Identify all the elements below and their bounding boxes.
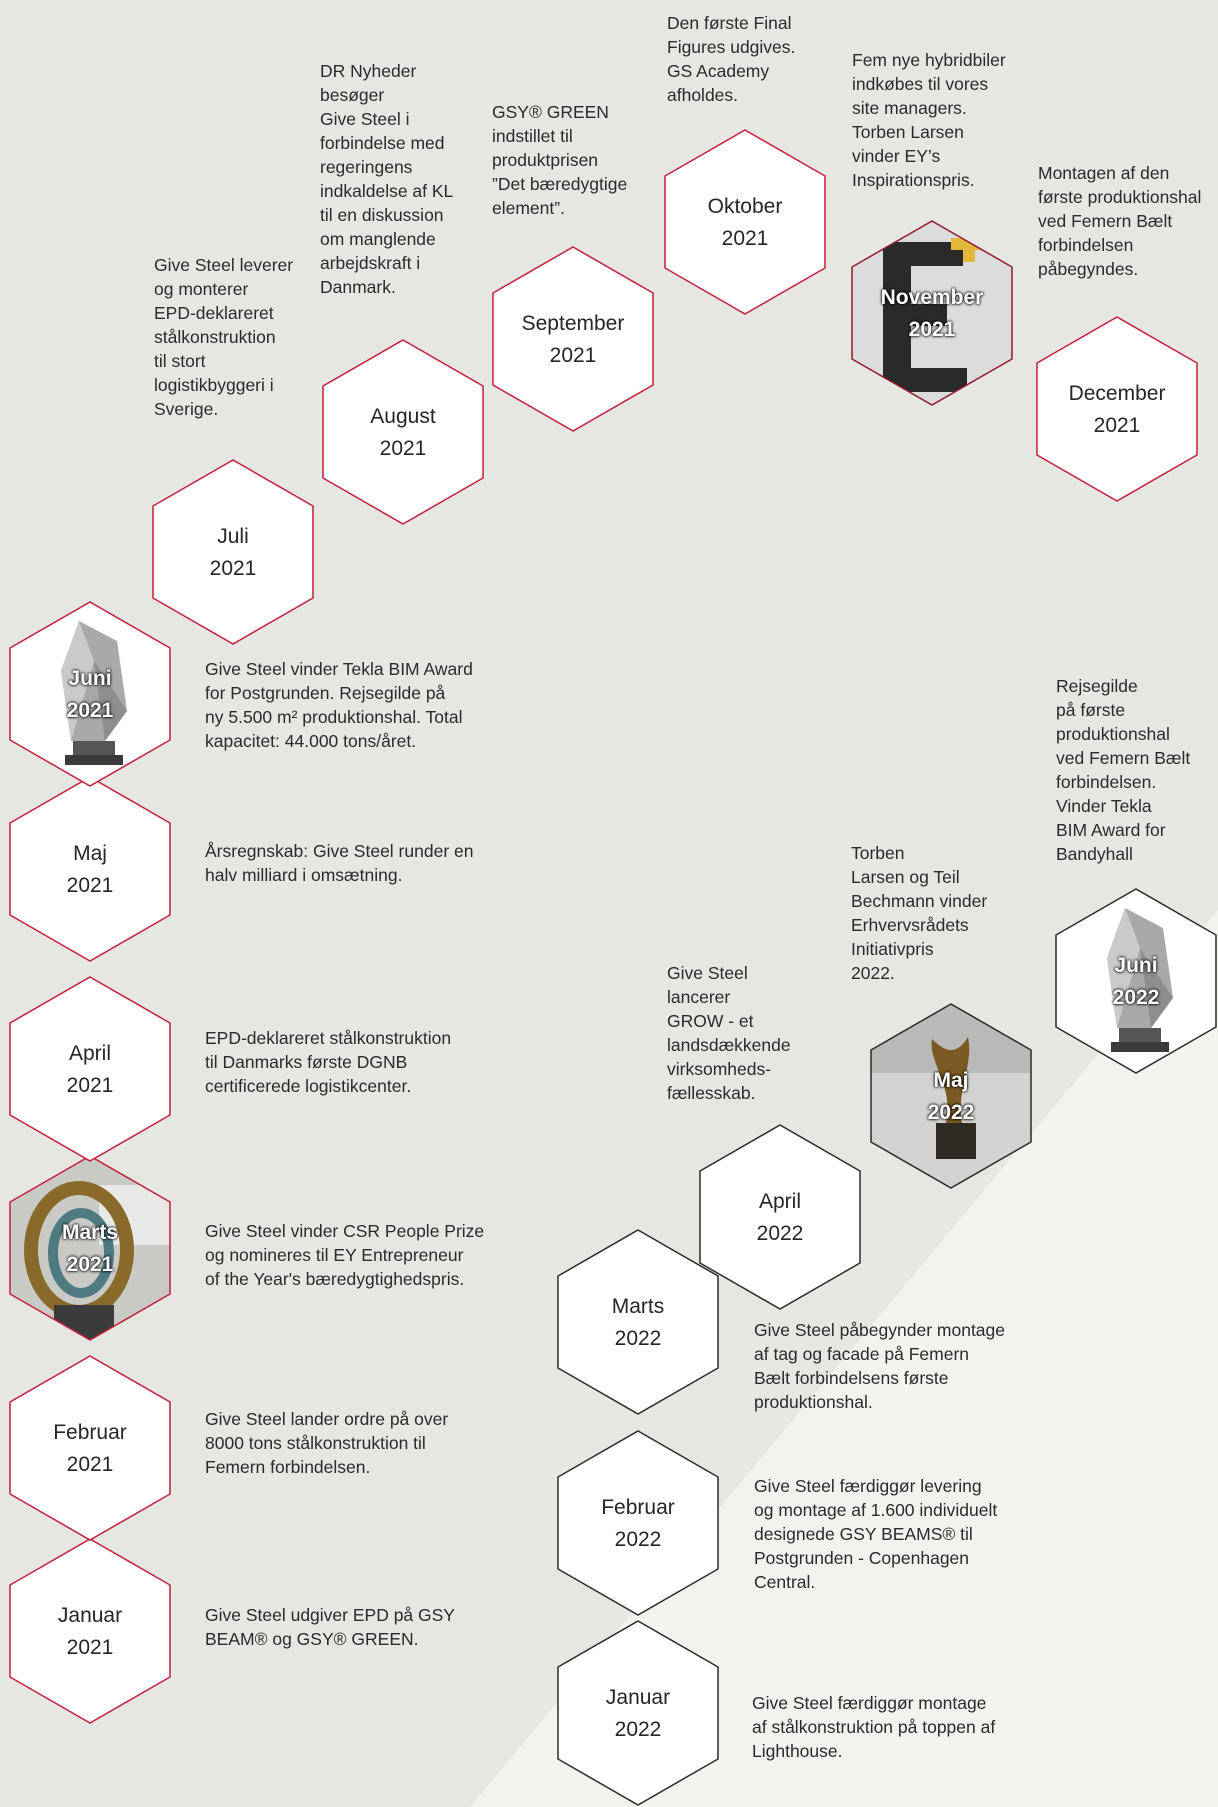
hex-april-2022: April 2022	[699, 1124, 861, 1310]
hex-month: September	[521, 312, 625, 335]
event-text-april-2021: EPD-deklareret stålkonstruktion til Danm…	[205, 1028, 452, 1096]
hexagon-shape	[322, 339, 484, 525]
hex-year: 2022	[614, 1327, 662, 1350]
hex-december-2021: December 2021	[1036, 316, 1198, 502]
hex-month: April	[68, 1042, 111, 1065]
hex-year: 2021	[721, 227, 769, 250]
hex-year: 2021	[66, 874, 114, 897]
hex-august-2021: August 2021	[322, 339, 484, 525]
event-text-oktober-2021: Den første Final Figures udgives. GS Aca…	[667, 13, 796, 105]
hex-month: Oktober	[707, 195, 783, 218]
hex-month: Marts	[61, 1221, 119, 1244]
hexagon-shape	[152, 459, 314, 645]
hex-month: August	[370, 405, 436, 428]
hex-month: Februar	[53, 1421, 127, 1444]
event-text-februar-2021: Give Steel lander ordre på over 8000 ton…	[205, 1409, 449, 1477]
ey-award-photo	[851, 220, 1013, 406]
hexagon-shape	[1036, 316, 1198, 502]
hex-month: Januar	[605, 1686, 671, 1709]
hex-year: 2022	[927, 1101, 975, 1124]
hex-month: Marts	[611, 1295, 665, 1318]
hex-januar-2022: Januar 2022	[557, 1620, 719, 1806]
initiativpris-photo	[870, 1003, 1032, 1189]
hex-juni-2022: Juni 2022	[1055, 888, 1217, 1074]
hex-februar-2021: Februar 2021	[9, 1355, 171, 1541]
hexagon-shape	[664, 129, 826, 315]
hex-year: 2021	[549, 344, 597, 367]
hex-month: December	[1068, 382, 1166, 405]
hex-year: 2021	[66, 1453, 114, 1476]
event-text-juni-2021: Give Steel vinder Tekla BIM Award for Po…	[205, 659, 473, 751]
hexagon-shape	[699, 1124, 861, 1310]
hex-maj-2022: Maj 2022	[870, 1003, 1032, 1189]
hex-september-2021: September 2021	[492, 246, 654, 432]
event-text-januar-2022: Give Steel færdiggør montage af stålkons…	[752, 1693, 996, 1761]
hexagon-shape	[9, 1355, 171, 1541]
hex-month: April	[758, 1190, 801, 1213]
event-text-maj-2021: Årsregnskab: Give Steel runder en halv m…	[205, 841, 474, 885]
hexagon-shape	[9, 1538, 171, 1724]
hex-year: 2021	[66, 1636, 114, 1659]
hex-juni-2021: Juni 2021	[9, 601, 171, 787]
tekla-award-photo	[1055, 888, 1217, 1074]
hex-year: 2022	[614, 1528, 662, 1551]
hex-year: 2021	[66, 1074, 114, 1097]
hex-februar-2022: Februar 2022	[557, 1430, 719, 1616]
hex-april-2021: April 2021	[9, 976, 171, 1162]
hex-year: 2022	[614, 1718, 662, 1741]
hex-year: 2021	[209, 557, 257, 580]
event-text-marts-2021: Give Steel vinder CSR People Prize og no…	[205, 1221, 485, 1289]
hex-month: Maj	[73, 842, 107, 865]
hex-year: 2021	[908, 318, 956, 341]
event-text-februar-2022: Give Steel færdiggør levering og montage…	[754, 1476, 998, 1592]
hex-year: 2021	[1093, 414, 1141, 437]
hex-month: Maj	[933, 1069, 969, 1092]
hex-year: 2021	[66, 699, 114, 722]
event-text-maj-2022: Torben Larsen og Teil Bechmann vinder Er…	[851, 843, 988, 983]
hex-month: Juni	[1114, 954, 1158, 977]
event-text-marts-2022: Give Steel påbegynder montage af tag og …	[754, 1320, 1005, 1412]
hexagon-shape	[492, 246, 654, 432]
hex-januar-2021: Januar 2021	[9, 1538, 171, 1724]
hex-maj-2021: Maj 2021	[9, 776, 171, 962]
hex-juli-2021: Juli 2021	[152, 459, 314, 645]
hex-marts-2021: Marts 2021	[9, 1155, 171, 1341]
hexagon-shape	[557, 1430, 719, 1616]
hex-month: Juni	[68, 667, 112, 690]
hex-oktober-2021: Oktober 2021	[664, 129, 826, 315]
hexagon-shape	[9, 976, 171, 1162]
hex-month: Juli	[217, 525, 249, 548]
hexagon-shape	[9, 776, 171, 962]
hex-month: Januar	[57, 1604, 123, 1627]
hex-month: Februar	[601, 1496, 675, 1519]
event-text-juli-2021: Give Steel leverer og monterer EPD-dekla…	[154, 255, 294, 419]
hex-year: 2022	[1112, 986, 1160, 1009]
hex-month: November	[880, 286, 984, 309]
hexagon-shape	[557, 1229, 719, 1415]
event-text-april-2022: Give Steel lancerer GROW - et landsdække…	[667, 963, 791, 1103]
hex-marts-2022: Marts 2022	[557, 1229, 719, 1415]
event-text-juni-2022: Rejsegilde på første produktionshal ved …	[1056, 676, 1191, 864]
csr-prize-photo	[9, 1155, 171, 1341]
event-text-januar-2021: Give Steel udgiver EPD på GSY BEAM® og G…	[205, 1605, 455, 1649]
hexagon-shape	[557, 1620, 719, 1806]
hex-year: 2022	[756, 1222, 804, 1245]
event-text-november-2021: Fem nye hybridbiler indkøbes til vores s…	[852, 50, 1006, 190]
hex-november-2021: November 2021	[851, 220, 1013, 406]
hex-year: 2021	[379, 437, 427, 460]
tekla-award-photo	[9, 601, 171, 787]
event-text-august-2021: DR Nyheder besøger Give Steel i forbinde…	[320, 61, 454, 297]
event-text-september-2021: GSY® GREEN indstillet til produktprisen …	[492, 102, 628, 218]
hex-year: 2021	[66, 1253, 114, 1276]
event-text-december-2021: Montagen af den første produktionshal ve…	[1038, 163, 1202, 279]
